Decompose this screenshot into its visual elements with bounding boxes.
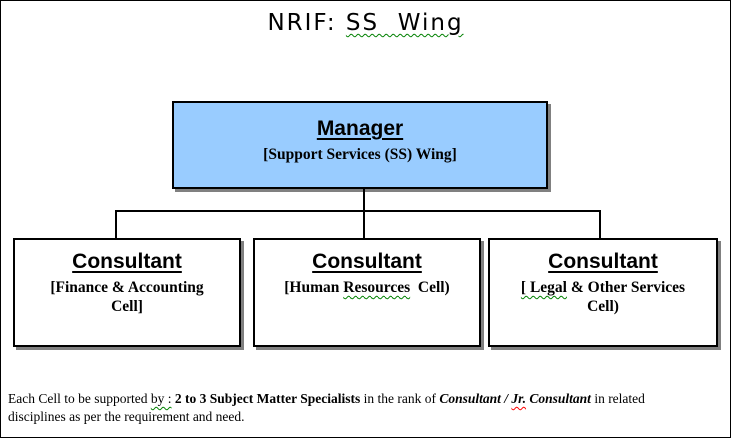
subtitle-text: [Human <box>284 279 344 296</box>
node-subtitle-line: [ Legal & Other Services <box>490 278 716 297</box>
node-subtitle: [ Legal & Other Services Cell) <box>490 278 716 316</box>
consultant-node-legal: Consultant [ Legal & Other Services Cell… <box>488 238 718 347</box>
node-subtitle: [Human Resources Cell) <box>255 278 479 297</box>
manager-node: Manager [Support Services (SS) Wing] <box>172 101 548 189</box>
node-subtitle-line: Cell] <box>15 297 239 316</box>
footer-bold-text: 2 to 3 Subject Matter Specialists <box>174 391 361 406</box>
footer-bold-italic-text: Consultant / <box>439 391 512 406</box>
connector-vertical-left <box>115 212 117 238</box>
subtitle-text: Cell) <box>587 298 619 315</box>
footer-text: disciplines as per the requirement and n… <box>8 409 245 424</box>
manager-heading: Manager <box>316 117 404 140</box>
subtitle-text: [Finance & Accounting <box>50 279 204 296</box>
footer-grammar-text: by : <box>150 391 172 406</box>
connector-horizontal <box>115 210 601 212</box>
node-heading: Consultant <box>548 250 658 273</box>
node-subtitle-line: [Finance & Accounting <box>15 278 239 297</box>
footer-text: Each Cell to be supported <box>8 391 151 406</box>
footer-note: Each Cell to be supported by : 2 to 3 Su… <box>8 390 726 426</box>
subtitle-spellcheck-text: Resources <box>343 279 411 296</box>
footer-spellcheck-text: Jr. <box>511 391 527 406</box>
consultant-node-finance: Consultant [Finance & Accounting Cell] <box>13 238 241 347</box>
footer-text: in the rank of <box>360 391 440 406</box>
node-subtitle: [Finance & Accounting Cell] <box>15 278 239 316</box>
manager-subtitle: [Support Services (SS) Wing] <box>263 146 457 163</box>
title-prefix: NRIF: <box>267 10 346 36</box>
node-subtitle-line: [Human Resources Cell) <box>255 278 479 297</box>
footer-text: in related <box>590 391 645 406</box>
consultant-node-hr: Consultant [Human Resources Cell) <box>253 238 481 347</box>
node-heading: Consultant <box>312 250 422 273</box>
title-spellcheck-text: SS Wing <box>345 10 464 36</box>
node-subtitle-line: Cell) <box>490 297 716 316</box>
subtitle-spellcheck-text: [ Legal <box>520 279 567 296</box>
subtitle-text: Cell] <box>111 298 143 315</box>
subtitle-text: & Other Services <box>566 279 686 296</box>
chart-title: NRIF: SS Wing <box>1 10 730 36</box>
node-heading: Consultant <box>72 250 182 273</box>
connector-vertical-right <box>599 212 601 238</box>
subtitle-text: Cell) <box>410 279 450 296</box>
connector-vertical-center <box>363 189 365 238</box>
footer-bold-italic-text: Consultant <box>526 391 591 406</box>
